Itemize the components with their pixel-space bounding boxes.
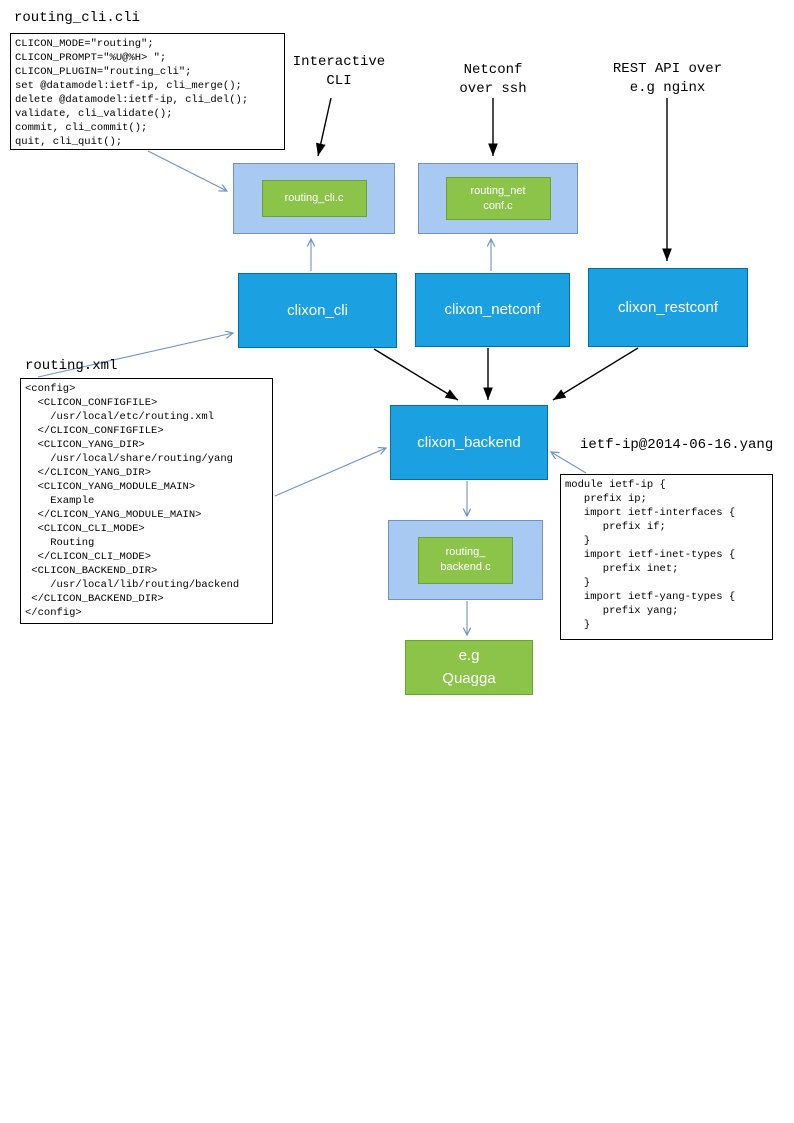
routing-netconf-c-node: routing_net conf.c bbox=[445, 177, 551, 220]
clixon-netconf-node: clixon_netconf bbox=[415, 273, 570, 347]
netconf-over-ssh-label: Netconf over ssh bbox=[459, 62, 527, 97]
arrow-yang-to-backend bbox=[551, 452, 587, 474]
arrow-cli-code-to-cli-plugin bbox=[147, 150, 227, 191]
rest-api-label: REST API over e.g nginx bbox=[612, 61, 723, 96]
quagga-node: e.g Quagga bbox=[405, 640, 533, 695]
routing-xml-code-box: <config> <CLICON_CONFIGFILE> /usr/local/… bbox=[20, 378, 273, 624]
clixon-backend-node: clixon_backend bbox=[390, 405, 548, 480]
routing-cli-file-label: routing_cli.cli bbox=[14, 10, 141, 26]
yang-file-label: ietf-ip@2014-06-16.yang bbox=[580, 437, 774, 453]
clixon-cli-node: clixon_cli bbox=[238, 273, 397, 348]
arrow-xml-to-backend bbox=[274, 448, 386, 497]
routing-xml-file-label: routing.xml bbox=[25, 358, 118, 374]
routing-cli-c-node: routing_cli.c bbox=[261, 180, 367, 217]
routing-backend-c-node: routing_ backend.c bbox=[418, 536, 513, 584]
clixon-restconf-node: clixon_restconf bbox=[588, 268, 748, 347]
routing-netconf-plugin-container: routing_net conf.c bbox=[418, 163, 578, 234]
arrow-cli-to-backend bbox=[373, 348, 459, 401]
yang-code-box: module ietf-ip { prefix ip; import ietf-… bbox=[560, 474, 773, 640]
arrow-restconf-to-backend bbox=[552, 347, 639, 401]
routing-backend-plugin-container: routing_ backend.c bbox=[388, 520, 543, 600]
arrow-interactive-to-cli-plugin bbox=[315, 97, 332, 157]
routing-cli-code-box: CLICON_MODE="routing"; CLICON_PROMPT="%U… bbox=[10, 33, 285, 150]
interactive-cli-label: Interactive CLI bbox=[292, 54, 386, 89]
routing-cli-plugin-container: routing_cli.c bbox=[233, 163, 395, 234]
